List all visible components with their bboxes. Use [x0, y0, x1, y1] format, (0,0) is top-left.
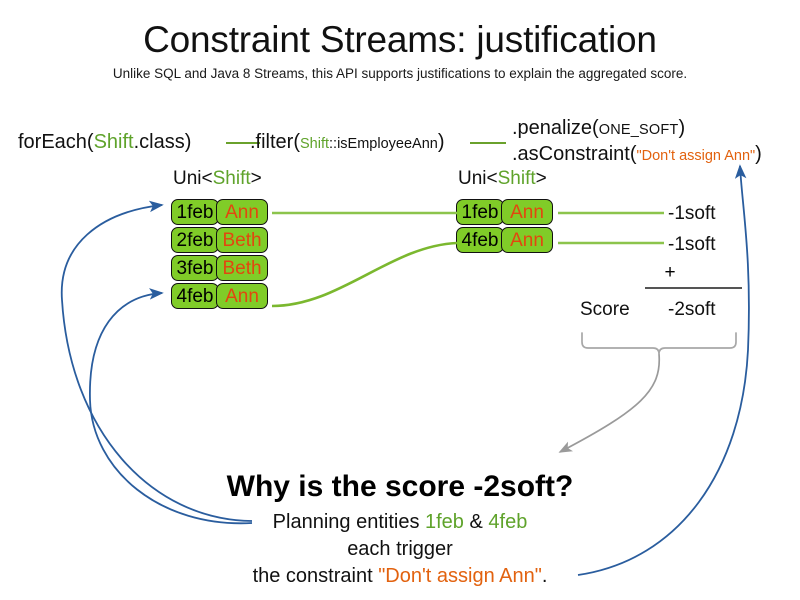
penalty-value-1: -1soft [668, 203, 716, 224]
explanation-heading: Why is the score -2soft? [226, 470, 574, 503]
code-filter: .filter(Shift::isEmployeeAnn) [250, 131, 445, 154]
page-title: Constraint Streams: justification [143, 19, 657, 60]
explanation-line-2: each trigger [347, 538, 453, 560]
cell-date: 1feb [456, 199, 504, 225]
cell-date: 4feb [171, 283, 219, 309]
table-row[interactable]: 4feb Ann [171, 283, 268, 309]
cell-date: 4feb [456, 227, 504, 253]
constraint-name-reference: "Don't assign Ann" [378, 565, 542, 587]
table-row[interactable]: 1feb Ann [171, 199, 268, 225]
asconstraint-name: "Don't assign Ann" [636, 148, 756, 164]
table-row[interactable]: 4feb Ann [456, 227, 553, 253]
connector-line-4feb [271, 241, 458, 308]
pipeline-connector-2 [470, 142, 506, 144]
filter-type: Shift [300, 136, 330, 152]
foreach-prefix: forEach( [18, 131, 94, 153]
foreach-type: Shift [93, 131, 134, 153]
cell-name: Ann [216, 283, 268, 309]
score-total-value: -2soft [668, 299, 716, 320]
cell-date: 1feb [171, 199, 219, 225]
score-explanation-arrow [558, 353, 661, 453]
explanation-line-3: the constraint "Don't assign Ann". [0, 565, 800, 588]
code-asconstraint: .asConstraint("Don't assign Ann") [512, 143, 762, 166]
filter-prefix: .filter( [250, 131, 300, 153]
table-row[interactable]: 3feb Beth [171, 255, 268, 281]
cell-name: Ann [216, 199, 268, 225]
uni-left-suffix: > [250, 168, 262, 189]
foreach-suffix: .class) [133, 131, 192, 153]
filter-method: ::isEmployeeAnn [329, 136, 438, 152]
cell-name: Beth [216, 255, 268, 281]
code-penalize: .penalize(ONE_SOFT) [512, 117, 685, 140]
fact-table-right: 1feb Ann 4feb Ann [456, 199, 553, 255]
fact-table-left: 1feb Ann 2feb Beth 3feb Beth 4feb Ann [171, 199, 268, 311]
penalize-level: ONE_SOFT [598, 122, 679, 138]
uni-right-prefix: Uni< [458, 168, 498, 189]
stream-label-left: Uni<Shift> [173, 168, 262, 190]
cell-date: 2feb [171, 227, 219, 253]
sum-divider-line [645, 287, 742, 289]
score-brace [581, 332, 737, 355]
page-subtitle: Unlike SQL and Java 8 Streams, this API … [112, 66, 688, 81]
sum-operator: + [664, 262, 676, 283]
line3-prefix: the constraint [252, 565, 379, 587]
entity-1feb: 1feb [425, 511, 464, 533]
cell-name: Beth [216, 227, 268, 253]
code-foreach: forEach(Shift.class) [18, 131, 191, 154]
table-row[interactable]: 1feb Ann [456, 199, 553, 225]
uni-right-type: Shift [497, 168, 536, 189]
line1-amp: & [463, 511, 489, 533]
stream-label-right: Uni<Shift> [458, 168, 547, 190]
table-row[interactable]: 2feb Beth [171, 227, 268, 253]
line1-prefix: Planning entities [272, 511, 425, 533]
line3-suffix: . [541, 565, 548, 587]
entity-4feb: 4feb [488, 511, 528, 533]
cell-name: Ann [501, 199, 553, 225]
score-label: Score [580, 299, 630, 320]
cell-name: Ann [501, 227, 553, 253]
explanation-line-1: Planning entities 1feb & 4feb [0, 511, 800, 534]
uni-left-prefix: Uni< [173, 168, 213, 189]
penalize-suffix: ) [678, 117, 686, 139]
filter-suffix: ) [437, 131, 445, 153]
penalty-value-2: -1soft [668, 234, 716, 255]
cell-date: 3feb [171, 255, 219, 281]
pipeline-connector-1 [226, 142, 260, 144]
asconstraint-prefix: .asConstraint( [512, 143, 637, 165]
asconstraint-suffix: ) [755, 143, 762, 165]
penalize-prefix: .penalize( [512, 117, 599, 139]
uni-right-suffix: > [535, 168, 547, 189]
uni-left-type: Shift [212, 168, 251, 189]
